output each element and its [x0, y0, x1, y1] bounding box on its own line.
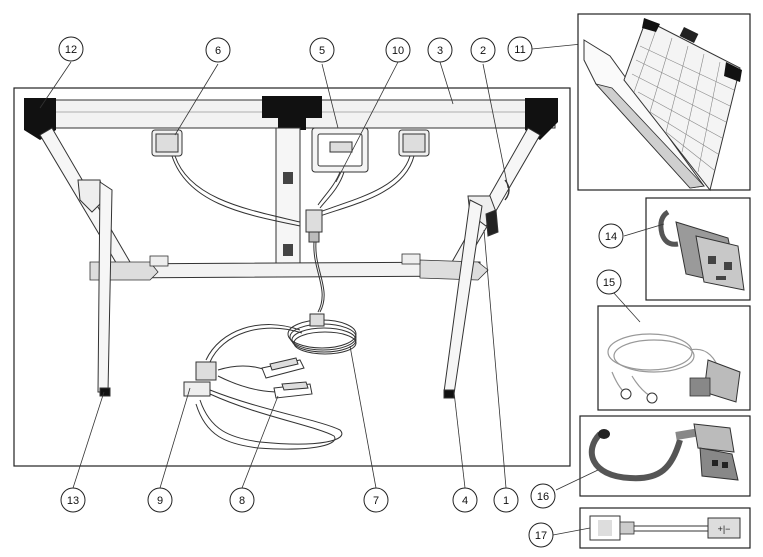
main-panel-view — [13, 43, 583, 489]
callout-10: 10 — [385, 37, 411, 63]
panel-wiring — [171, 155, 415, 227]
inset-folded-panel — [577, 13, 751, 192]
center-hinge — [262, 96, 322, 118]
svg-text:5: 5 — [319, 45, 325, 57]
inset-extension-cable — [579, 415, 751, 497]
crossbar-clamp-right — [419, 259, 489, 281]
inset-adapter-cable: +|− — [579, 507, 751, 549]
svg-text:4: 4 — [462, 495, 468, 507]
inset-leader-lines — [552, 223, 665, 536]
callout-1: 1 — [493, 487, 519, 513]
corner-cap-right — [525, 98, 558, 140]
svg-text:11: 11 — [514, 44, 525, 56]
folded-panel-face — [623, 19, 741, 192]
svg-text:14: 14 — [605, 231, 617, 243]
svg-text:9: 9 — [157, 495, 163, 507]
callout-15: 15 — [596, 269, 622, 295]
callout-2: 2 — [470, 37, 496, 63]
svg-text:10: 10 — [392, 45, 404, 57]
beam-connectors — [283, 172, 293, 256]
junction-boxes — [151, 129, 430, 157]
svg-text:1: 1 — [503, 495, 509, 507]
callout-14: 14 — [598, 223, 624, 249]
callout-11: 11 — [507, 36, 533, 62]
callouts: 12 6 5 10 3 2 11 14 15 13 9 8 7 4 1 16 1… — [58, 36, 624, 548]
svg-text:13: 13 — [67, 495, 79, 507]
svg-text:2: 2 — [480, 45, 486, 57]
svg-text:15: 15 — [603, 277, 615, 289]
svg-text:+|−: +|− — [718, 524, 731, 534]
corner-cap-left — [24, 98, 56, 140]
callout-5: 5 — [309, 37, 335, 63]
svg-text:8: 8 — [239, 495, 245, 507]
callout-13: 13 — [60, 487, 86, 513]
inset-anderson-plug — [645, 197, 751, 301]
alligator-clips — [261, 357, 313, 399]
callout-16: 16 — [530, 483, 556, 509]
svg-text:6: 6 — [215, 45, 221, 57]
central-connector — [305, 209, 325, 313]
clip-leads — [183, 361, 343, 450]
callout-17: 17 — [528, 522, 554, 548]
anderson-connector — [195, 361, 217, 381]
callout-4: 4 — [452, 487, 478, 513]
callout-6: 6 — [205, 37, 231, 63]
callout-12: 12 — [58, 36, 84, 62]
coiled-cable — [205, 313, 357, 363]
inset-ring-cable — [597, 305, 751, 411]
leader-lines — [39, 43, 583, 489]
svg-text:3: 3 — [437, 45, 443, 57]
callout-8: 8 — [229, 487, 255, 513]
callout-3: 3 — [427, 37, 453, 63]
callout-9: 9 — [147, 487, 173, 513]
svg-text:16: 16 — [537, 491, 549, 503]
stand-legs — [77, 179, 510, 399]
panel-top-rail — [24, 96, 558, 140]
svg-text:7: 7 — [373, 495, 379, 507]
charge-controller — [311, 127, 369, 173]
callout-7: 7 — [363, 487, 389, 513]
svg-text:17: 17 — [535, 530, 547, 542]
svg-text:12: 12 — [65, 44, 77, 56]
